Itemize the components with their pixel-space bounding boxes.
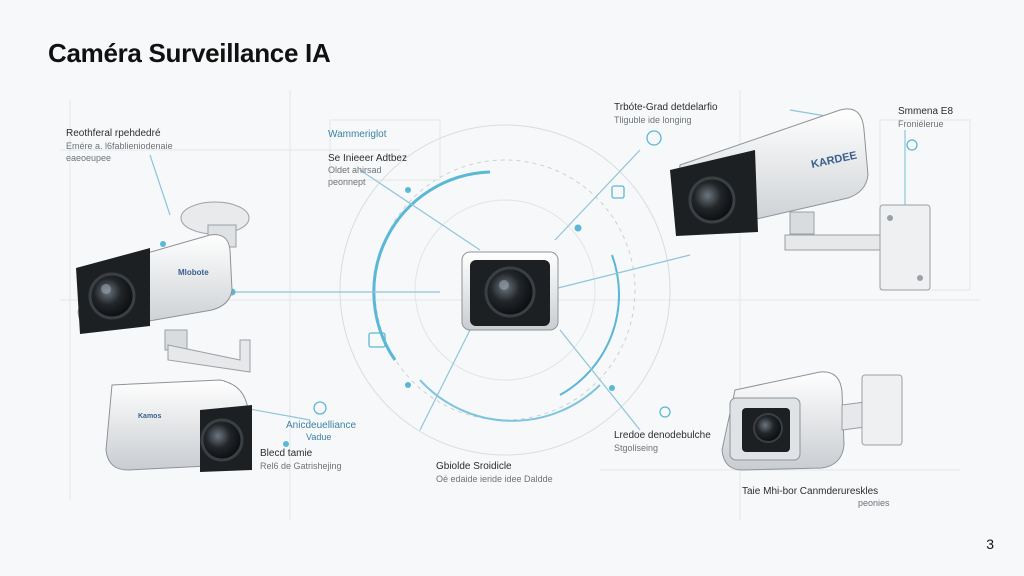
- bullet-camera-bottom-left-icon: [105, 379, 252, 472]
- bullet-camera-top-right-icon: [670, 108, 931, 291]
- center-camera-icon: [461, 251, 559, 331]
- label-bottom-right-1: Lredoe denodebulche Stgoliseing: [614, 430, 711, 453]
- svg-text:Oé edaide ieride idee Daldde: Oé edaide ieride idee Daldde: [436, 474, 553, 484]
- node-dots: [160, 187, 615, 447]
- svg-text:Froniélerue: Froniélerue: [898, 119, 944, 129]
- label-center-top: Wammeriglot Se Inieeer Adtbez Oldet ahir…: [328, 129, 407, 187]
- slide-title: Caméra Surveillance IA: [48, 38, 331, 68]
- svg-text:Oldet ahirsad: Oldet ahirsad: [328, 165, 382, 175]
- svg-text:Taie Mhi-bor Canmderureskles: Taie Mhi-bor Canmderureskles: [742, 486, 878, 497]
- svg-text:Stgoliseing: Stgoliseing: [614, 443, 658, 453]
- svg-text:Lredoe denodebulche: Lredoe denodebulche: [614, 430, 711, 441]
- svg-text:Tliguble ide longing: Tliguble ide longing: [614, 115, 692, 125]
- svg-text:Emére a. l6fablieniodenaie: Emére a. l6fablieniodenaie: [66, 141, 173, 151]
- svg-text:Anicdeuelliance: Anicdeuelliance: [286, 420, 356, 431]
- svg-text:Se Inieeer Adtbez: Se Inieeer Adtbez: [328, 153, 407, 164]
- svg-text:peonnept: peonnept: [328, 177, 366, 187]
- svg-text:Trbóte-Grad detdelarfio: Trbóte-Grad detdelarfio: [614, 102, 718, 113]
- label-top-right: Smmena E8 Froniélerue: [898, 106, 953, 129]
- svg-text:Vadue: Vadue: [306, 432, 331, 442]
- svg-text:Smmena E8: Smmena E8: [898, 106, 953, 117]
- detection-rings: [339, 124, 671, 456]
- label-top-left: Reothferal rpehdedré Emére a. l6fablieni…: [66, 128, 173, 163]
- small-status-icons: [313, 130, 918, 418]
- box-camera-bottom-right-icon: [721, 371, 903, 471]
- label-bottom-center: Gbiolde Sroidicle Oé edaide ieride idee …: [436, 461, 553, 484]
- label-bottom-right-2: Taie Mhi-bor Canmderureskles peonies: [742, 486, 890, 508]
- svg-text:Rel6 de Gatrishejing: Rel6 de Gatrishejing: [260, 461, 342, 471]
- connector-lines: [149, 109, 906, 431]
- svg-text:Wammeriglot: Wammeriglot: [328, 129, 387, 140]
- svg-text:Reothferal rpehdedré: Reothferal rpehdedré: [66, 128, 161, 139]
- svg-text:Gbiolde Sroidicle: Gbiolde Sroidicle: [436, 461, 512, 472]
- camera-brand-left: Mlobote: [178, 268, 209, 277]
- label-bottom-left-2: Blecd tamie Rel6 de Gatrishejing: [260, 448, 342, 471]
- page-number: 3: [986, 536, 994, 552]
- bullet-camera-left-icon: [76, 201, 251, 373]
- camera-brand-bottom-left: Kamos: [138, 413, 161, 420]
- svg-text:eaeoeupee: eaeoeupee: [66, 153, 111, 163]
- svg-text:peonies: peonies: [858, 498, 890, 508]
- label-bottom-left-1: Anicdeuelliance Vadue: [286, 420, 356, 442]
- svg-text:Blecd tamie: Blecd tamie: [260, 448, 313, 459]
- label-top-center-right: Trbóte-Grad detdelarfio Tliguble ide lon…: [614, 102, 718, 125]
